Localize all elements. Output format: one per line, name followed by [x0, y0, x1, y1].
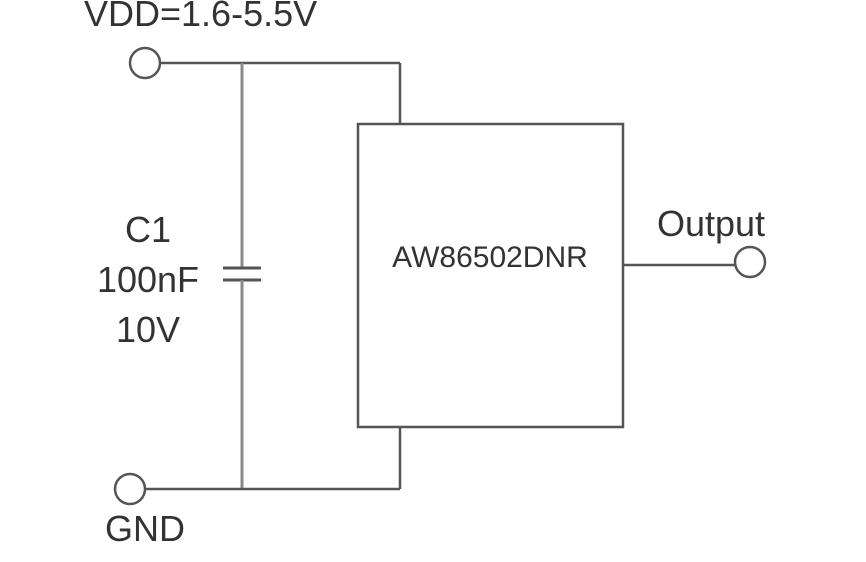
chip-label: AW86502DNR [392, 241, 588, 274]
chip-body [356, 122, 625, 429]
vdd-terminal [128, 46, 162, 80]
capacitor-value-label: 100nF [97, 259, 199, 300]
gnd-label: GND [105, 508, 185, 549]
gnd-terminal [113, 472, 147, 506]
capacitor-ref-label: C1 [125, 209, 171, 250]
output-label: Output [657, 203, 765, 244]
output-terminal [733, 245, 767, 279]
vdd-label: VDD=1.6-5.5V [84, 0, 317, 34]
capacitor-voltage-label: 10V [116, 309, 180, 350]
